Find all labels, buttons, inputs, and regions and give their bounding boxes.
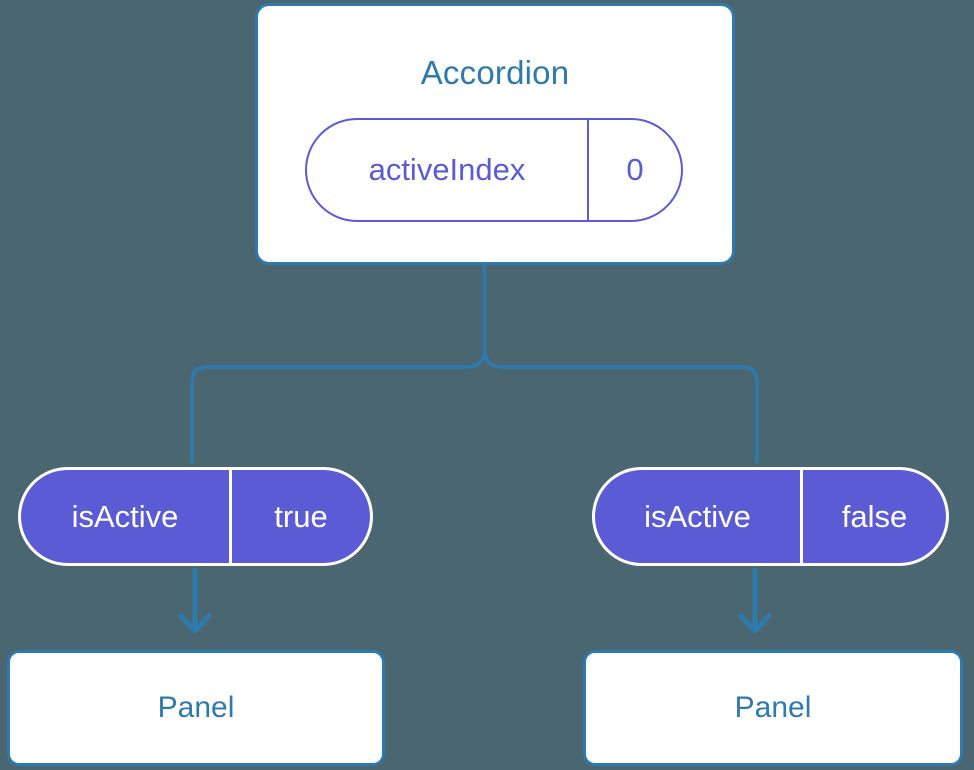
junction-right-branch-line — [482, 350, 759, 464]
state-pill-active-index[interactable]: activeIndex 0 — [305, 118, 683, 222]
prop-pill-key: isActive — [595, 470, 803, 563]
panel-card-left[interactable]: Panel — [7, 650, 385, 766]
arrow-down-icon-left — [178, 568, 212, 634]
panel-label: Panel — [157, 691, 235, 724]
panel-label: Panel — [734, 691, 812, 724]
state-pill-key: activeIndex — [307, 120, 589, 220]
panel-card-right[interactable]: Panel — [583, 650, 963, 766]
accordion-title: Accordion — [420, 54, 570, 91]
prop-pill-is-active-true[interactable]: isActive true — [18, 467, 373, 566]
state-pill-value: 0 — [626, 152, 644, 187]
junction-left-branch-line — [190, 350, 487, 464]
prop-pill-is-active-false[interactable]: isActive false — [592, 467, 949, 566]
prop-pill-value: false — [841, 498, 908, 534]
prop-pill-key: isActive — [21, 470, 232, 563]
arrow-down-icon-right — [738, 568, 772, 634]
prop-pill-value: true — [274, 498, 328, 534]
